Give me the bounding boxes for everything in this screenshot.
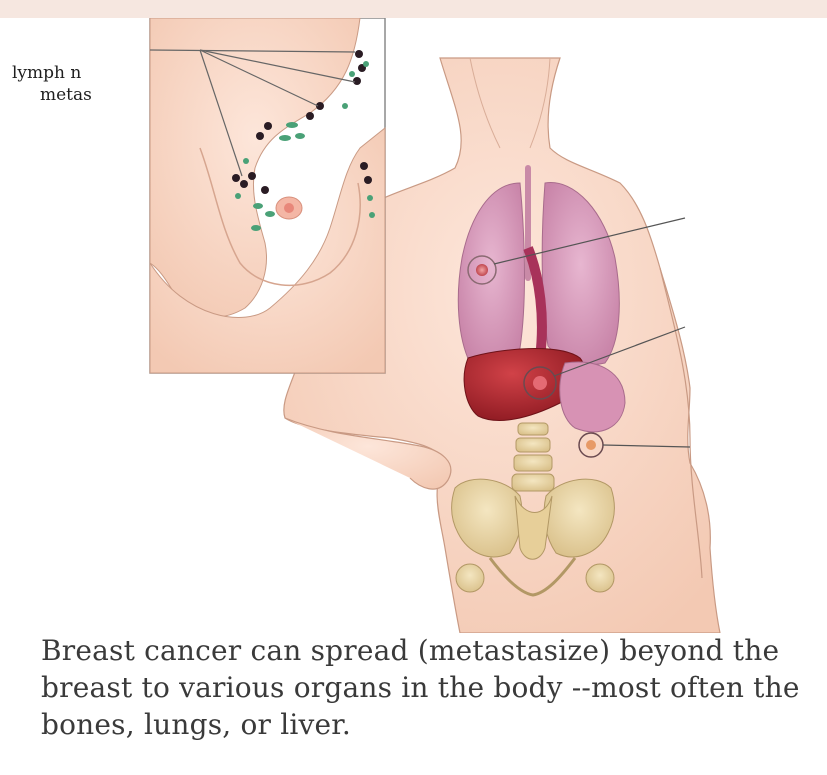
top-color-band bbox=[0, 0, 827, 18]
lymph-node-label-line2: metas bbox=[40, 84, 91, 106]
breast-inset bbox=[150, 18, 385, 373]
metastasis-illustration bbox=[0, 18, 827, 633]
lymph-node-label-line1: lymph n bbox=[12, 62, 116, 84]
figure-caption: Breast cancer can spread (metastasize) b… bbox=[41, 632, 801, 743]
